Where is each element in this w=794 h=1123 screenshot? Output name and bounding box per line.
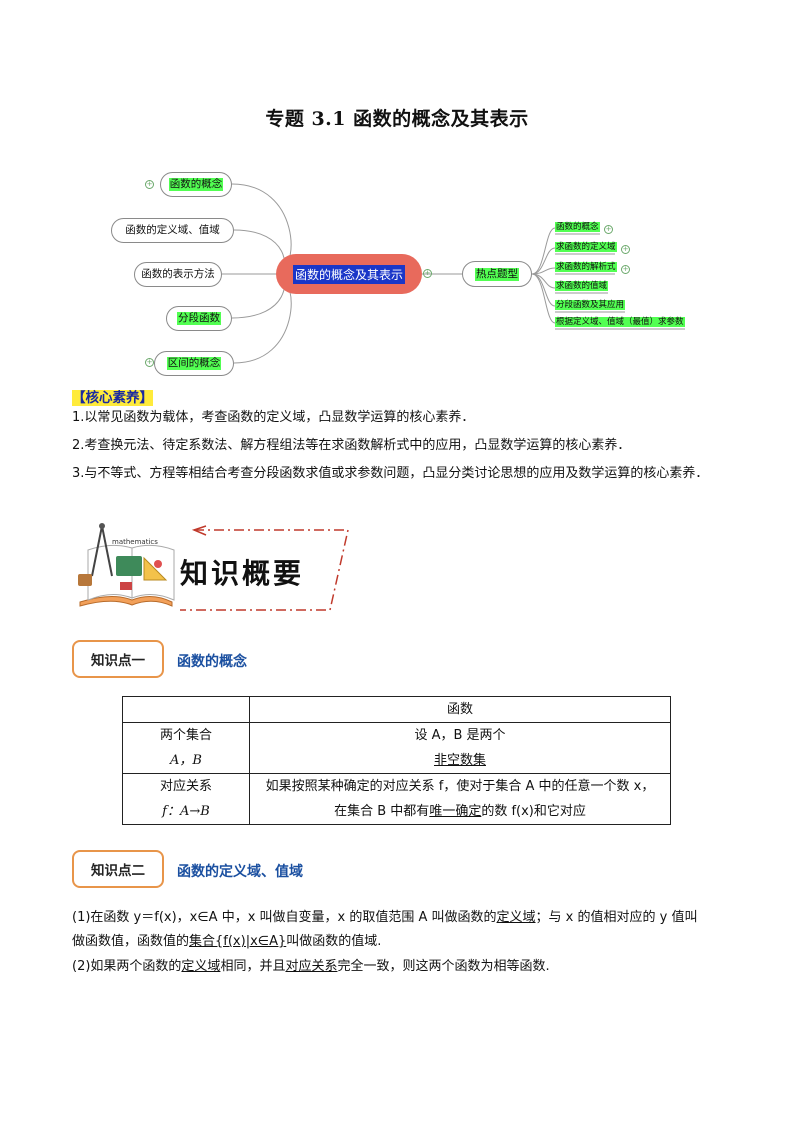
cell-text: 在集合 B 中都有 [334,804,430,819]
mindmap-leaf-label: 函数的概念 [555,222,600,232]
core-item-3: 3.与不等式、方程等相结合考查分段函数求值或求参数问题，凸显分类讨论思想的应用及… [72,466,709,481]
table-row: 函数 [122,696,671,723]
cell-text-underlined: 唯一确定 [429,804,482,819]
text-span-underlined: 定义域 [496,910,536,925]
table-cell: 设 A，B 是两个 非空数集 [249,722,671,774]
page-title: 专题 3.1 函数的概念及其表示 [265,108,529,130]
table-row: 两个集合 A，B 设 A，B 是两个 非空数集 [122,722,671,774]
domain-paragraph-line-1: (1)在函数 y＝f(x)，x∈A 中，x 叫做自变量，x 的取值范围 A 叫做… [72,906,732,929]
text-span: (1)在函数 y＝f(x)，x∈A 中，x 叫做自变量，x 的取值范围 A 叫做… [72,910,497,925]
core-item-1: 1.以常见函数为载体，考查函数的定义域，凸显数学运算的核心素养． [72,410,475,425]
table-row: 对应关系 f：A→B 如果按照某种确定的对应关系 f，使对于集合 A 中的任意一… [122,773,671,825]
knowledge-point-badge: 知识点二 [72,850,164,888]
text-span: 相同，并且 [220,959,286,974]
cell-text: 的数 f(x)和它对应 [481,804,586,819]
cell-line: 对应关系 [159,779,212,794]
cell-line: f：A→B [162,804,210,819]
domain-paragraph-line-3: (2)如果两个函数的定义域相同，并且对应关系完全一致，则这两个函数为相等函数. [72,955,732,978]
mindmap-leaf-label: 分段函数及其应用 [555,300,626,310]
table-cell [122,696,250,723]
table-cell: 如果按照某种确定的对应关系 f，使对于集合 A 中的任意一个数 x， 在集合 B… [249,773,671,825]
cell-line: 非空数集 [433,753,486,768]
mindmap-leaf-label: 求函数的解析式 [555,262,617,272]
cell-line: 在集合 B 中都有唯一确定的数 f(x)和它对应 [254,799,666,824]
mindmap-leaf[interactable]: 根据定义域、值域（最值）求参数 [555,317,685,328]
expand-plus-icon[interactable]: + [423,269,432,278]
cell-line: 两个集合 [159,728,212,743]
mindmap-node-label: 热点题型 [475,267,519,281]
text-span: 叫做函数的值域. [286,934,382,949]
knowledge-point-badge: 知识点一 [72,640,164,678]
mindmap-leaf[interactable]: 求函数的解析式 [555,262,617,273]
expand-plus-icon[interactable]: + [145,358,154,367]
expand-plus-icon[interactable]: + [604,225,613,234]
core-item-2: 2.考查换元法、待定系数法、解方程组法等在求函数解析式中的应用，凸显数学运算的核… [72,438,631,453]
cell-line: 如果按照某种确定的对应关系 f，使对于集合 A 中的任意一个数 x， [265,779,655,794]
text-span-underlined: 定义域 [181,959,221,974]
mindmap-node-label: 区间的概念 [166,357,222,370]
core-heading: 【核心素养】 [72,386,153,406]
knowledge-banner-title: 知识概要 [180,557,305,590]
text-span-underlined: 集合{f(x)|x∈A} [189,934,287,949]
mindmap-leaf[interactable]: 函数的概念 [555,222,600,233]
text-span: ；与 x 的值相对应的 y 值叫 [535,910,698,925]
mindmap-central-label: 函数的概念及其表示 [292,264,405,284]
mindmap-connectors [222,183,685,364]
mindmap-leaf[interactable]: 求函数的定义域 [555,242,617,253]
mindmap-leaf-label: 根据定义域、值域（最值）求参数 [555,317,685,327]
expand-plus-icon[interactable]: + [145,180,154,189]
text-span-underlined: 对应关系 [285,959,338,974]
knowledge-point-title: 函数的概念 [177,654,247,670]
text-span: 完全一致，则这两个函数为相等函数. [337,959,550,974]
domain-paragraph-line-2: 做函数值，函数值的集合{f(x)|x∈A}叫做函数的值域. [72,930,732,953]
mindmap-node-representation[interactable]: 函数的表示方法 [134,262,222,287]
mindmap-node-domain[interactable]: 函数的定义域、值域 [111,218,234,243]
table-cell: 对应关系 f：A→B [122,773,250,825]
cell-line: 设 A，B 是两个 [414,728,506,743]
mindmap-node-label: 函数的定义域、值域 [125,224,220,236]
mindmap-leaf-label: 求函数的定义域 [555,242,617,252]
knowledge-banner-art: mathematics [78,523,349,611]
expand-plus-icon[interactable]: + [621,265,630,274]
mindmap-node-concept[interactable]: 函数的概念 [160,172,232,197]
mindmap-leaf-label: 求函数的值域 [555,281,609,291]
table-header-cell: 函数 [249,696,671,723]
mindmap-node-interval[interactable]: 区间的概念 [154,351,234,376]
mindmap-leaf[interactable]: 求函数的值域 [555,281,609,292]
mindmap-node-piecewise[interactable]: 分段函数 [166,306,232,331]
core-heading-text: 【核心素养】 [72,390,153,406]
cell-line: A，B [170,753,202,768]
knowledge-point-title: 函数的定义域、值域 [177,864,303,880]
mindmap-leaf[interactable]: 分段函数及其应用 [555,300,626,311]
banner-art-text: mathematics [112,538,158,546]
text-span: 做函数值，函数值的 [72,934,190,949]
mindmap-central-node[interactable]: 函数的概念及其表示 [276,254,422,294]
expand-plus-icon[interactable]: + [621,245,630,254]
mindmap-node-label: 函数的概念 [168,178,224,191]
mindmap-node-label: 分段函数 [177,312,221,325]
text-span: (2)如果两个函数的 [72,959,182,974]
mindmap-node-label: 函数的表示方法 [141,268,215,280]
function-concept-table: 函数 两个集合 A，B 设 A，B 是两个 非空数集 对应关系 f：A→B 如果… [122,696,671,825]
table-cell: 两个集合 A，B [122,722,250,774]
mindmap-node-hot-topics[interactable]: 热点题型 [462,261,532,287]
